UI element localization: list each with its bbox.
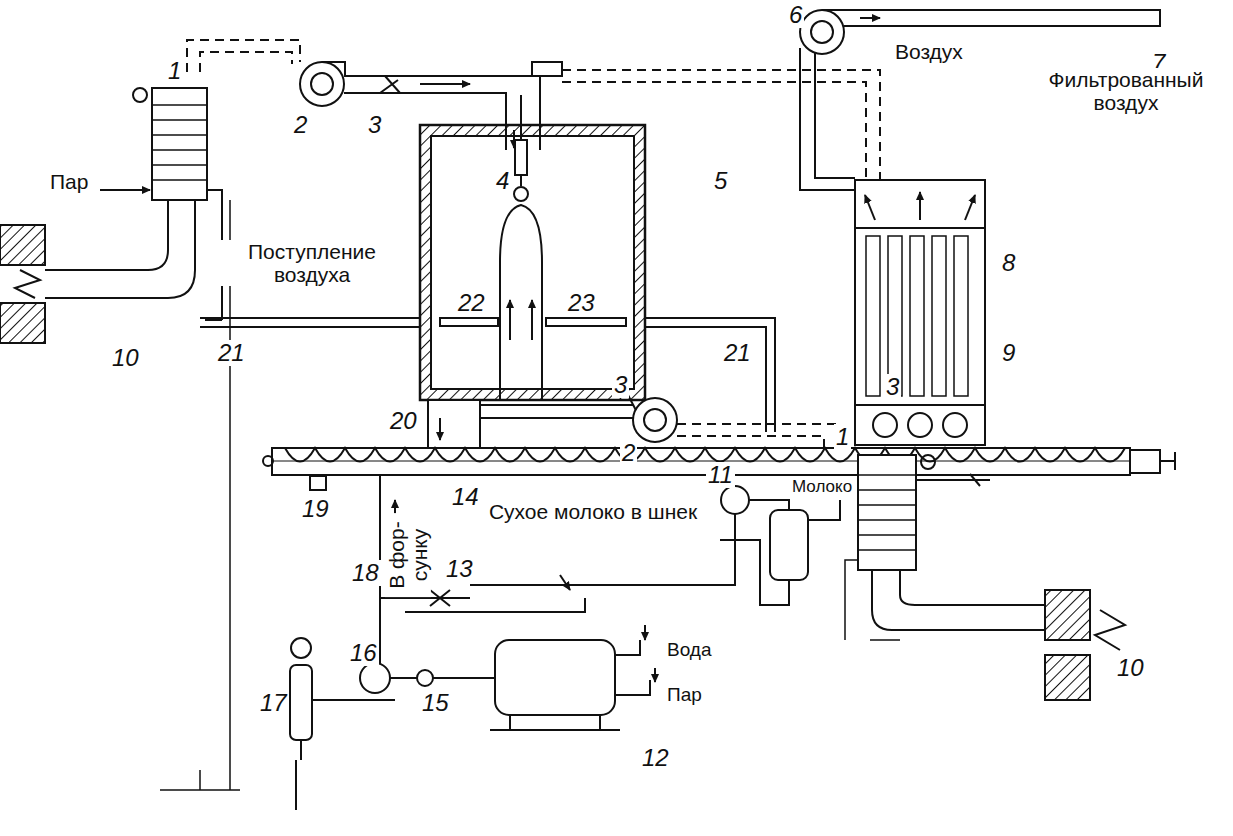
callout-number: 11 xyxy=(706,462,735,488)
callout-number: 5 xyxy=(712,168,729,194)
callout-number: 2 xyxy=(620,440,637,466)
callout-number: 6 xyxy=(787,2,804,28)
callout-number: 23 xyxy=(566,290,597,316)
callout-number: 3 xyxy=(366,112,383,138)
text-label: Фильтрованный воздух xyxy=(1024,68,1228,114)
callout-number: 9 xyxy=(1000,340,1017,366)
text-label: Пар xyxy=(665,685,704,706)
callout-number: 20 xyxy=(388,408,419,434)
callout-number: 4 xyxy=(494,168,511,194)
callout-number: 21 xyxy=(722,340,753,366)
text-label: В фор- сунку xyxy=(385,513,431,597)
callout-number: 12 xyxy=(640,745,671,771)
callout-number: 10 xyxy=(1115,655,1146,681)
callout-number: 1 xyxy=(834,424,851,450)
callout-number: 3 xyxy=(884,374,901,400)
callout-number: 2 xyxy=(292,112,309,138)
callout-number: 21 xyxy=(216,340,247,366)
callout-number: 10 xyxy=(110,345,141,371)
text-label: Сухое молоко в шнек xyxy=(478,500,708,523)
callout-number: 8 xyxy=(1000,250,1017,276)
text-label: Вода xyxy=(665,640,713,661)
callout-number: 13 xyxy=(444,556,475,582)
callout-number: 18 xyxy=(350,560,381,586)
text-label: Воздух xyxy=(893,40,965,63)
text-label: Пар xyxy=(48,170,90,193)
callout-number: 15 xyxy=(420,690,451,716)
callout-number: 17 xyxy=(258,690,289,716)
callout-number: 19 xyxy=(300,496,331,522)
text-label: Молоко xyxy=(790,478,854,497)
callout-number: 1 xyxy=(166,58,183,84)
callout-number: 22 xyxy=(456,290,487,316)
callout-number: 16 xyxy=(348,640,379,666)
callout-number: 14 xyxy=(450,484,481,510)
text-label: Поступление воздуха xyxy=(212,240,412,286)
callout-number: 3 xyxy=(612,372,629,398)
